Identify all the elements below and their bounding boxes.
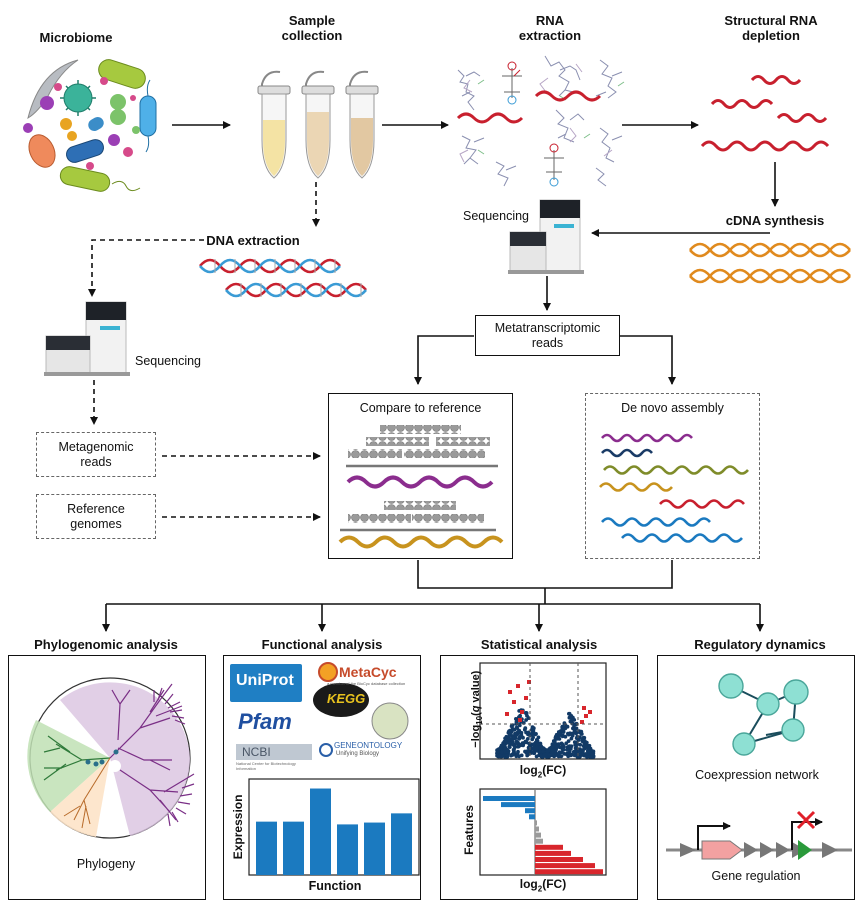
metagenomic-reads-box: [36, 432, 156, 477]
regulatory-panel: [657, 655, 855, 900]
reference-genomes-box: [36, 494, 156, 539]
phylogenomic-analysis-title: Phylogenomic analysis: [34, 637, 178, 652]
statistical-analysis-title: Statistical analysis: [480, 637, 598, 652]
function-bar: [310, 788, 331, 875]
gene-regulation-diagram: [666, 810, 852, 860]
assembled-contigs: [599, 433, 749, 543]
feature-bar-chart: [479, 788, 607, 876]
function-bar: [256, 821, 277, 875]
volcano-x-label: log2(FC): [519, 763, 567, 780]
statistical-panel: [440, 655, 638, 900]
function-axis-label: Function: [308, 879, 362, 893]
phylogeny-caption: Phylogeny: [76, 857, 136, 871]
reference-genomes-label: Reference genomes: [67, 501, 125, 531]
sample-collection-label: Sample collection: [281, 13, 343, 43]
coexpression-network-label: Coexpression network: [695, 768, 819, 782]
microbiome-label: Microbiome: [39, 30, 113, 45]
metagenomic-reads-label: Metagenomic reads: [58, 439, 134, 469]
de-novo-assembly-label: De novo assembly: [621, 401, 724, 415]
gene-regulation-label: Gene regulation: [711, 869, 801, 883]
metatranscriptomic-reads-box: [475, 315, 620, 356]
rna-extraction-label: RNA extraction: [518, 13, 582, 43]
go-logo-ontology: ONTOLOGY: [357, 741, 403, 750]
compare-to-reference-label: Compare to reference: [359, 401, 482, 415]
function-bar: [391, 813, 412, 875]
features-axis-label: Features: [462, 804, 477, 855]
function-bar: [364, 822, 385, 875]
uniprot-logo: UniProt: [236, 672, 294, 689]
volcano-y-label: −log10(q value): [469, 670, 484, 748]
de-novo-assembly-panel: [585, 393, 760, 559]
coexpression-network: [718, 673, 809, 756]
functional-logos: [230, 662, 409, 760]
function-bar-chart: [248, 778, 420, 876]
sequencer-right: [508, 199, 584, 274]
go-logo-gene: GENE: [334, 741, 357, 750]
go-subtitle: Unifying Biology: [336, 751, 380, 757]
phylogeny-tree: [27, 677, 195, 839]
phylogenomic-panel: [8, 655, 206, 900]
ncbi-logo: NCBI: [242, 745, 271, 759]
cdna-synthesis-label: cDNA synthesis: [725, 213, 825, 228]
rna-mixture: [456, 55, 625, 187]
sequencer-left: [44, 301, 130, 376]
pfam-logo: Pfam: [238, 709, 292, 734]
dna-extraction-label: DNA extraction: [206, 233, 300, 248]
regulatory-dynamics-title: Regulatory dynamics: [694, 637, 826, 652]
expression-axis-label: Expression: [231, 794, 246, 860]
functional-panel: [223, 655, 421, 900]
functional-analysis-title: Functional analysis: [261, 637, 383, 652]
metacyc-logo: MetaCyc: [339, 664, 397, 680]
depleted-rna-strands: [700, 75, 830, 152]
function-bar: [337, 824, 358, 875]
volcano-plot: [479, 662, 607, 760]
compare-to-reference-panel: [328, 393, 513, 559]
featbars-x-label: log2(FC): [519, 877, 567, 894]
function-bar: [283, 821, 304, 875]
structural-rna-depletion-label: Structural RNA depletion: [724, 13, 818, 43]
sequencing-right-label: Sequencing: [462, 209, 530, 223]
read-alignments: [338, 425, 504, 549]
cdna-strands: [689, 242, 851, 284]
metacyc-subtitle: a member of the BioCyc database collecti…: [327, 681, 406, 686]
metatranscriptomic-reads-label: Metatranscriptomic reads: [494, 320, 601, 350]
sequencing-left-label: Sequencing: [134, 354, 202, 368]
ncbi-subtitle: National Center for Biotechnology Inform…: [236, 761, 296, 771]
kegg-logo: KEGG: [327, 691, 366, 706]
sample-tubes: [257, 70, 379, 179]
microbiome-illustration: [23, 59, 157, 192]
dna-helices: [199, 258, 367, 298]
